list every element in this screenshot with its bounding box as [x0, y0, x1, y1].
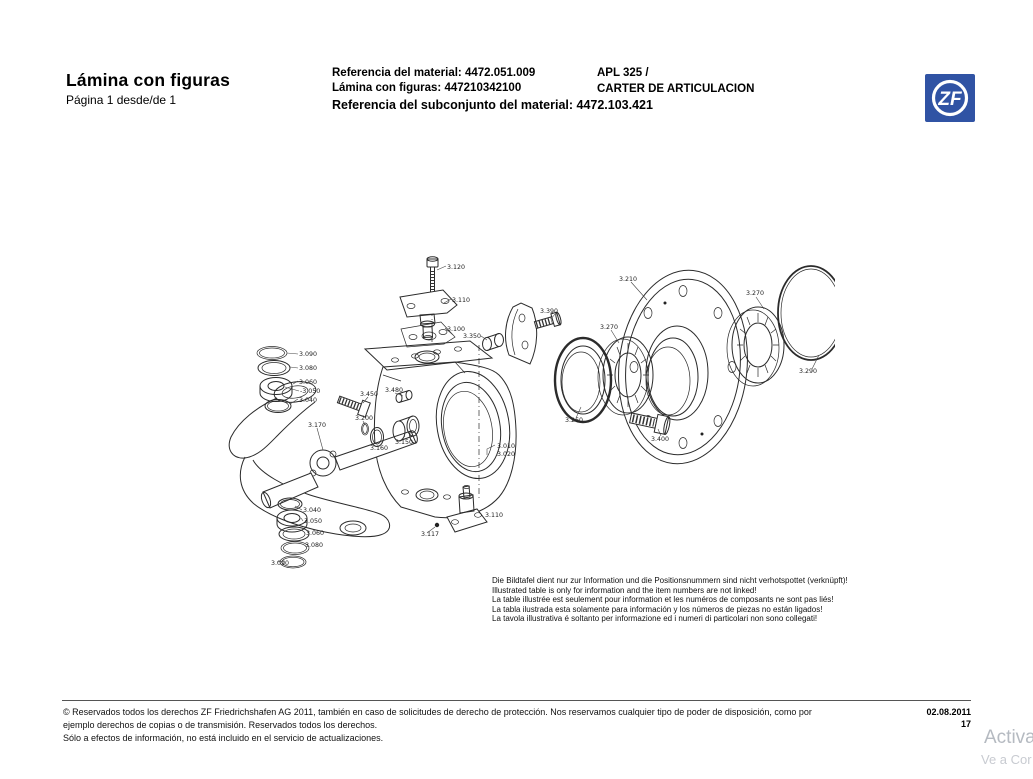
part-bearing-right	[726, 306, 785, 387]
disclaimer-line-en: Illustrated table is only for informatio…	[492, 585, 757, 595]
copyright-line: © Reservados todos los derechos ZF Fried…	[63, 707, 812, 717]
part-bracket-top	[399, 289, 458, 340]
disclaimer-line-it: La tavola illustrativa é soltanto per in…	[492, 614, 818, 624]
part-bolt-yoke	[336, 395, 371, 418]
part-label: 3.110	[452, 297, 470, 304]
part-bearing-left	[597, 336, 654, 416]
part-label: 3.020	[497, 451, 515, 458]
part-label: 3.050	[304, 518, 322, 525]
part-label: 3.120	[447, 264, 465, 271]
part-label: 3.117	[421, 531, 439, 538]
part-label: 3.210	[619, 276, 637, 283]
disclaimer-block: Die Bildtafel dient nur zur Information …	[492, 576, 848, 624]
part-label: 3.040	[299, 397, 317, 404]
part-ring-stack-lower	[276, 497, 310, 569]
part-label: 3.480	[385, 387, 403, 394]
copyright-line: ejemplo derechos de copias o de transmis…	[63, 720, 378, 731]
model-name: APL 325 /	[597, 67, 649, 79]
footer-divider	[62, 700, 971, 701]
part-label: 3.090	[271, 560, 289, 567]
part-hub-flange	[618, 269, 748, 465]
part-housing	[363, 297, 517, 519]
part-label: 3.080	[305, 542, 323, 549]
part-label: 3.010	[497, 443, 515, 450]
exploded-parts-drawing: 3.120 3.110 3.100 3.390 3.350 3.210 3.27…	[228, 256, 835, 569]
part-pin	[395, 390, 413, 403]
part-label: 3.290	[799, 368, 817, 375]
zf-logo-icon: ZF	[925, 74, 975, 122]
part-label: -3.050	[300, 388, 320, 395]
part-label: 3.040	[303, 507, 321, 514]
part-label: 3.450	[360, 391, 378, 398]
model-block: APL 325 / CARTER DE ARTICULACION	[597, 66, 754, 97]
document-date: 02.08.2011	[926, 707, 971, 717]
part-seal-ring	[553, 336, 613, 424]
part-gasket	[400, 321, 456, 348]
subassembly-reference-line: Referencia del subconjunto del material:…	[332, 98, 653, 112]
part-labels: 3.120 3.110 3.100 3.390 3.350 3.210 3.27…	[271, 264, 817, 567]
material-reference-line: Referencia del material: 4472.051.009	[332, 67, 536, 79]
part-bracket-bottom	[434, 485, 488, 533]
page-title: Lámina con figuras	[66, 70, 231, 90]
copyright-block: © Reservados todos los derechos ZF Fried…	[63, 706, 812, 746]
part-label: 3.270	[746, 290, 764, 297]
disclaimer-line-fr: La table illustrée est seulement pour in…	[492, 595, 834, 605]
page-number: 17	[960, 719, 971, 729]
part-label: 3.100	[447, 326, 465, 333]
part-label: 3.260	[565, 417, 583, 424]
part-label: 3.170	[308, 422, 326, 429]
part-label: 3.200	[355, 415, 373, 422]
page-subtitle: Página 1 desde/de 1	[66, 93, 177, 107]
part-small-rings	[361, 415, 420, 447]
sheet-reference-line: Lámina con figuras: 447210342100	[332, 82, 522, 94]
part-label: 3.160	[370, 445, 388, 452]
part-o-ring	[777, 265, 835, 361]
part-label: 3.080	[299, 365, 317, 372]
component-name: CARTER DE ARTICULACION	[597, 82, 755, 95]
part-stop-wedge	[482, 302, 538, 365]
part-label: 3.350	[463, 333, 481, 340]
part-label: 3.150	[395, 439, 413, 446]
part-label: 3.090	[299, 351, 317, 358]
part-label: 3.110	[485, 512, 503, 519]
part-bolt-hub	[629, 412, 671, 435]
leader-lines	[276, 265, 820, 563]
activation-watermark-line1: Activa	[984, 727, 1033, 748]
part-label: 3.270	[600, 324, 618, 331]
part-label: 3.400	[651, 436, 669, 443]
disclaimer-line-es: La tabla ilustrada esta solamente para i…	[492, 604, 823, 614]
part-label: 3.060	[299, 379, 317, 386]
copyright-line: Sólo a efectos de información, no está i…	[63, 733, 384, 744]
part-label: 3.060	[306, 530, 324, 537]
part-plug-dot	[434, 522, 440, 528]
zf-logo: ZF	[925, 74, 975, 122]
part-yoke-ujoint	[228, 381, 418, 538]
material-reference-block: Referencia del material: 4472.051.009 Lá…	[332, 66, 653, 113]
disclaimer-line-de: Die Bildtafel dient nur zur Information …	[492, 576, 848, 585]
activation-watermark-line2: Ve a Cor	[981, 752, 1032, 767]
part-label: 3.390	[540, 308, 558, 315]
zf-logo-text: ZF	[937, 89, 963, 110]
